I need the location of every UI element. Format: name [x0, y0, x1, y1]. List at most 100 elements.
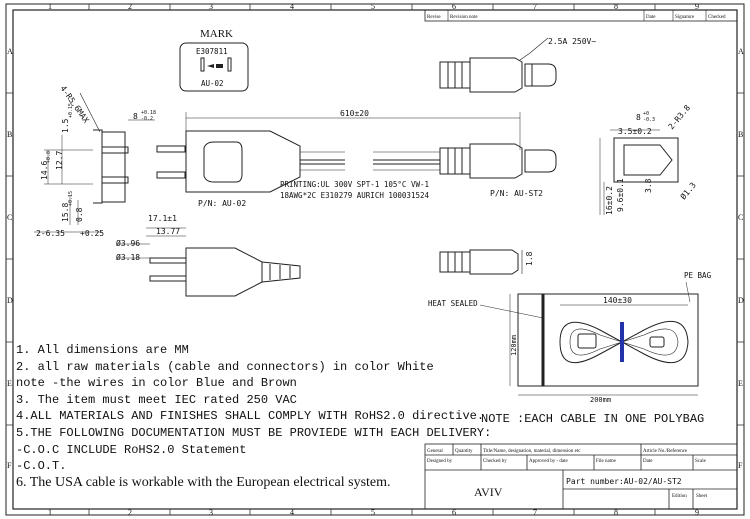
row-label-right: E	[738, 379, 743, 388]
row-label-right: B	[738, 130, 743, 139]
tb-title-desc: Title/Name, designation, material, dimen…	[483, 449, 581, 454]
dim-height: 14.6	[40, 161, 49, 180]
col-label-top: 7	[533, 2, 537, 11]
note-line: -C.O.T.	[16, 459, 67, 473]
col-label-bottom: 2	[128, 508, 132, 517]
dim-r-d6: 3.8	[644, 178, 653, 193]
col-label-bottom: 6	[452, 508, 456, 517]
col-label-bottom: 4	[290, 508, 294, 517]
cable-break	[345, 148, 373, 174]
col-label-top: 8	[614, 2, 618, 11]
inner-border	[12, 9, 738, 510]
rev-header-date: Date	[646, 15, 656, 20]
col-label-top: 1	[48, 2, 52, 11]
col-label-top: 2	[128, 2, 132, 11]
mark-code: E307811	[196, 47, 228, 56]
dim-r-d5: 9.6±0.1	[616, 178, 625, 212]
dim-cable-length: 610±20	[340, 109, 369, 118]
dim-r-d7: Ø1.3	[678, 180, 698, 201]
mark-part: AU-02	[201, 79, 224, 88]
dim-d2: 13.77	[156, 227, 180, 236]
label-pn-right: P/N: AU-ST2	[490, 189, 543, 198]
left-plug-side-view	[116, 227, 301, 297]
dim-hole: 2-6.35	[36, 229, 65, 238]
printing-line-1: PRINTING:UL 300V SPT-1 105°C VW-1	[280, 180, 429, 189]
row-label-left: C	[7, 213, 12, 222]
tb-date: Date	[643, 459, 653, 464]
dim-dia1: Ø3.96	[116, 238, 140, 248]
left-plug-front-view	[34, 92, 155, 233]
row-label-left: E	[7, 379, 12, 388]
label-pe-bag: PE BAG	[684, 271, 712, 280]
side-view-dims: 17.1±1 13.77 Ø3.96 Ø3.18	[116, 214, 180, 262]
col-label-bottom: 7	[533, 508, 537, 517]
note-line: 2. all raw materials (cable and connecto…	[16, 360, 434, 374]
col-label-top: 5	[371, 2, 375, 11]
col-label-top: 9	[695, 2, 699, 11]
rev-header-checked: Checked	[708, 15, 726, 20]
row-label-left: A	[7, 47, 13, 56]
right-connector-side	[439, 143, 557, 179]
dim-r-d8: 1.8	[525, 251, 534, 266]
dim-dia2: Ø3.18	[116, 252, 140, 262]
tb-checked-by: Checked by	[483, 459, 507, 464]
dim-blade-gap: 0.8	[75, 207, 84, 222]
note-line: 1. All dimensions are MM	[16, 343, 189, 357]
rev-header-note: Revision note	[450, 15, 478, 20]
note-line: 6. The USA cable is workable with the Eu…	[16, 475, 391, 490]
connector-end-view	[599, 129, 679, 215]
dim-blade-len: 12.7	[55, 151, 64, 170]
tb-part-number: Part number:AU-02/AU-ST2	[566, 477, 682, 486]
tb-edition: Edition	[672, 494, 687, 499]
title-block	[424, 443, 738, 510]
dim-blade-thickness: 1.5	[61, 118, 70, 133]
col-label-bottom: 9	[695, 508, 699, 517]
bag-width: 200mm	[590, 396, 611, 404]
note-line: 3. The item must meet IEC rated 250 VAC	[16, 393, 297, 407]
mark-box: MARK E307811 AU-02	[179, 28, 249, 92]
column-ticks	[6, 4, 744, 515]
dim-height-tol: +0.8	[46, 151, 52, 163]
tb-designed-by: Designed by	[427, 459, 453, 464]
row-label-left: F	[7, 461, 12, 470]
col-label-bottom: 8	[614, 508, 618, 517]
label-heat-sealed: HEAT SEALED	[428, 299, 478, 308]
dim-pin-width-tol: +0.18	[141, 110, 156, 116]
note-line: 5.THE FOLLOWING DOCUMENTATION MUST BE PR…	[16, 426, 492, 440]
dim-r-d4: 16±0.2	[605, 186, 614, 215]
right-connector-top	[439, 37, 557, 93]
left-plug-dims: 4-R5.6MAX 8 +0.18 -0.2 1.5 +0.15 14.6 +0…	[36, 84, 156, 238]
row-label-right: C	[738, 213, 743, 222]
revision-table: Revise Revision note Date Signature Chec…	[424, 9, 738, 22]
bag-length: 140±30	[603, 296, 632, 305]
note-line: -C.O.C INCLUDE RoHS2.0 Statement	[16, 443, 247, 457]
dim-r-d1-tol2: -0.3	[643, 117, 655, 123]
row-label-left: B	[7, 130, 12, 139]
printing-line-2: 18AWG*2C E310279 AURICH 100031524	[280, 191, 429, 200]
row-label-right: D	[738, 296, 744, 305]
label-rating: 2.5A 250V~	[548, 37, 596, 46]
dim-r-d1-tol: +0	[643, 111, 649, 117]
col-label-bottom: 1	[48, 508, 52, 517]
col-label-top: 4	[290, 2, 294, 11]
tb-article: Article No./Reference	[643, 449, 688, 454]
rev-header-signature: Signature	[675, 15, 695, 20]
ul-mark-icon	[207, 64, 223, 68]
outer-border	[5, 3, 745, 516]
tb-general: General	[427, 449, 443, 454]
row-label-right: F	[738, 461, 743, 470]
dim-blade-len2-tol: +0.15	[68, 191, 74, 206]
column-labels: 1 2 3 4 5 6 7 8 9 1 2 3 4 5 6 7 8 9 A B …	[7, 2, 744, 517]
note-line: note -the wires in color Blue and Brown	[16, 376, 297, 390]
tb-sheet: Sheet	[696, 494, 708, 499]
dim-hole-tol: +0.25	[80, 229, 104, 238]
tb-file-name: File name	[596, 459, 617, 464]
dim-blade-len2: 15.8	[61, 203, 70, 222]
tb-scale: Scale	[695, 459, 707, 464]
dim-d1: 17.1±1	[148, 214, 177, 223]
label-pn-left: P/N: AU-02	[198, 199, 246, 208]
polybag-note: NOTE :EACH CABLE IN ONE POLYBAG	[481, 412, 705, 426]
col-label-top: 3	[209, 2, 213, 11]
